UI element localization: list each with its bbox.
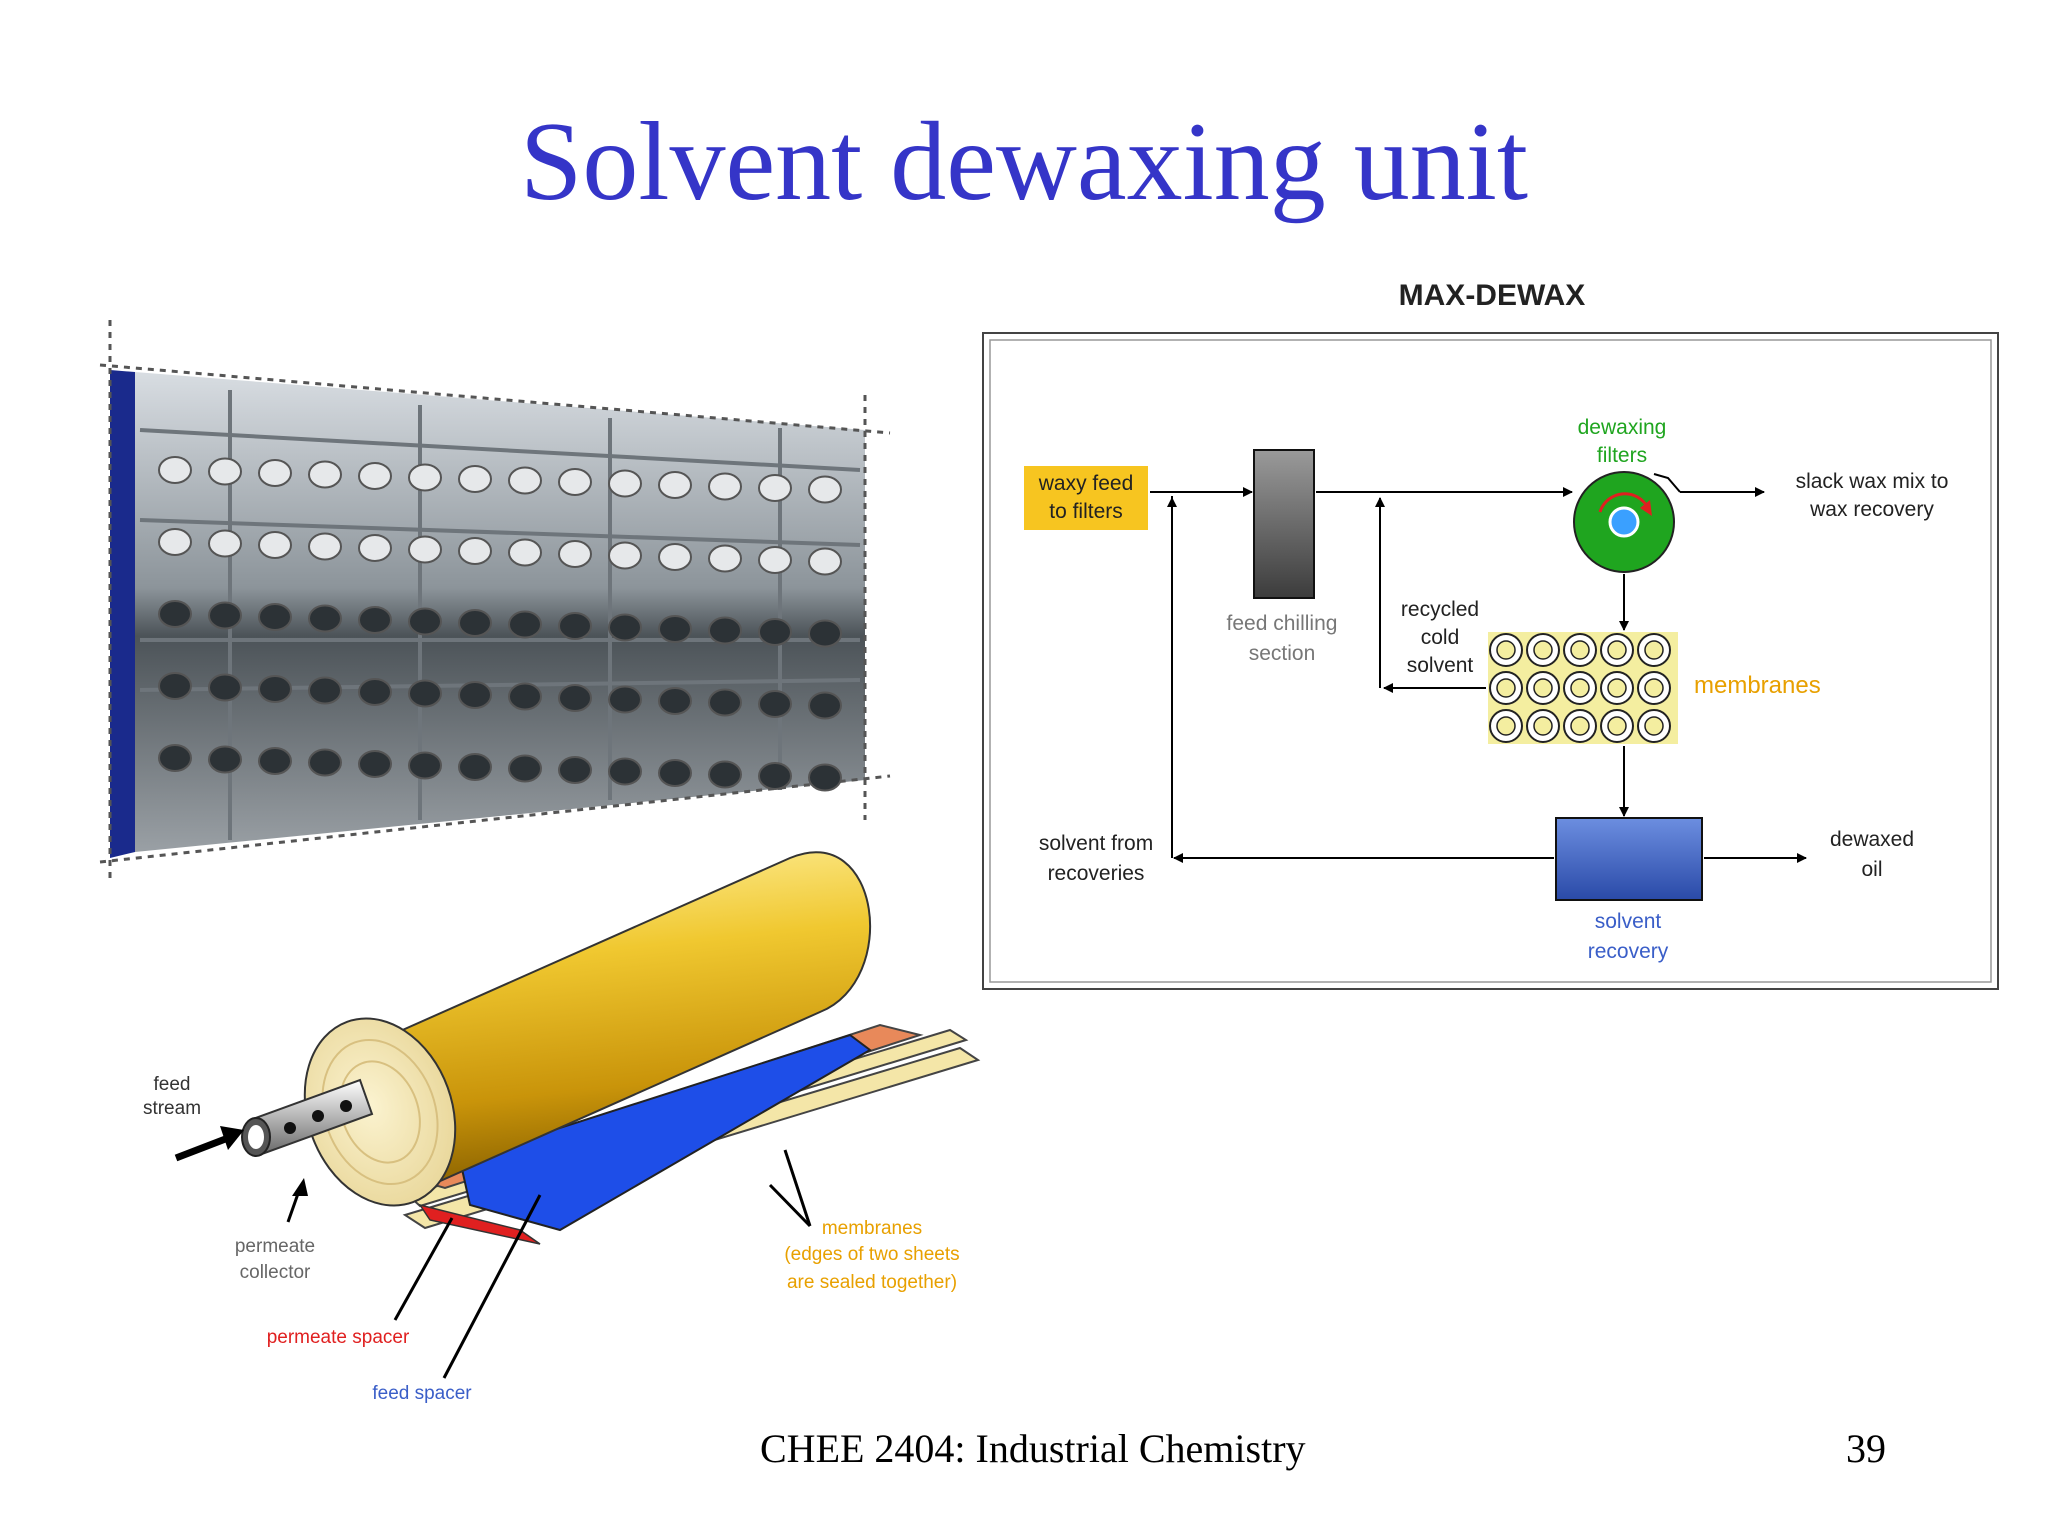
dewaxed-oil-label-2: oil (1861, 858, 1882, 881)
membranes-note-label-3: are sealed together) (787, 1272, 957, 1293)
waxy-feed-box (1024, 466, 1148, 530)
membrane-tube-core (1533, 678, 1553, 698)
dewaxing-filters-label-2: filters (1597, 444, 1647, 467)
permeate-collector-label-2: collector (240, 1262, 311, 1283)
feed-stream-label-2: stream (143, 1098, 201, 1119)
membranes-label: membranes (1694, 672, 1821, 699)
membrane-tubes (1489, 633, 1671, 743)
membranes-note-label-1: membranes (822, 1218, 922, 1239)
membrane-tube-core (1570, 678, 1590, 698)
solvent-recovery-label-1: solvent (1595, 910, 1662, 933)
permeate-spacer-sheet (418, 1203, 541, 1245)
membrane-tube-core (1607, 678, 1627, 698)
feed-chilling-unit (1253, 449, 1315, 599)
module-labels: feed stream permeate collector permeate … (143, 1074, 960, 1404)
membrane-tube-core (1496, 640, 1516, 660)
recycled-solvent-label-1: recycled (1401, 598, 1479, 621)
recycled-solvent-label-2: cold (1421, 626, 1460, 649)
membrane-tube-core (1607, 640, 1627, 660)
membrane-tube-core (1644, 640, 1664, 660)
feed-chilling-label-2: section (1249, 642, 1316, 665)
permeate-spacer-label: permeate spacer (267, 1327, 410, 1348)
dewaxed-oil-label-1: dewaxed (1830, 828, 1914, 851)
feed-chilling-label-1: feed chilling (1227, 612, 1338, 635)
membrane-tube-core (1496, 678, 1516, 698)
membrane-tube-core (1644, 678, 1664, 698)
membrane-tube-core (1644, 716, 1664, 736)
module-leader-lines (174, 1126, 812, 1379)
flow-diagram-heading: MAX-DEWAX (1399, 279, 1586, 312)
solvent-recovery-unit (1555, 817, 1703, 901)
membrane-tube-core (1607, 716, 1627, 736)
feed-spacer-label: feed spacer (372, 1383, 472, 1404)
slack-wax-label-2: wax recovery (1809, 498, 1934, 521)
flow-lines (1150, 487, 1807, 863)
membrane-tube-core (1570, 716, 1590, 736)
cylinder-body (378, 851, 872, 1192)
solvent-from-label-2: recoveries (1048, 862, 1145, 885)
permeate-collector-label-1: permeate (235, 1236, 315, 1257)
feed-spacer-sheet (458, 1033, 872, 1232)
membrane-tube-core (1496, 716, 1516, 736)
waxy-feed-label-2: to filters (1049, 500, 1123, 523)
page-number: 39 (1846, 1426, 1886, 1471)
slide-footer: CHEE 2404: Industrial Chemistry (760, 1426, 1306, 1471)
membranes-note-label-2: (edges of two sheets (784, 1244, 959, 1265)
slide-title: Solvent dewaxing unit (520, 100, 1528, 224)
waxy-feed-label-1: waxy feed (1038, 472, 1134, 495)
membrane-tube-core (1533, 716, 1553, 736)
membrane-tube-core (1533, 640, 1553, 660)
feed-stream-label-1: feed (154, 1074, 191, 1095)
membrane-tube-core (1570, 640, 1590, 660)
recycled-solvent-label-3: solvent (1407, 654, 1474, 677)
solvent-from-label-1: solvent from (1039, 832, 1153, 855)
dewaxing-filters-label-1: dewaxing (1578, 416, 1667, 439)
slack-wax-label-1: slack wax mix to (1796, 470, 1949, 493)
solvent-recovery-label-2: recovery (1588, 940, 1669, 963)
